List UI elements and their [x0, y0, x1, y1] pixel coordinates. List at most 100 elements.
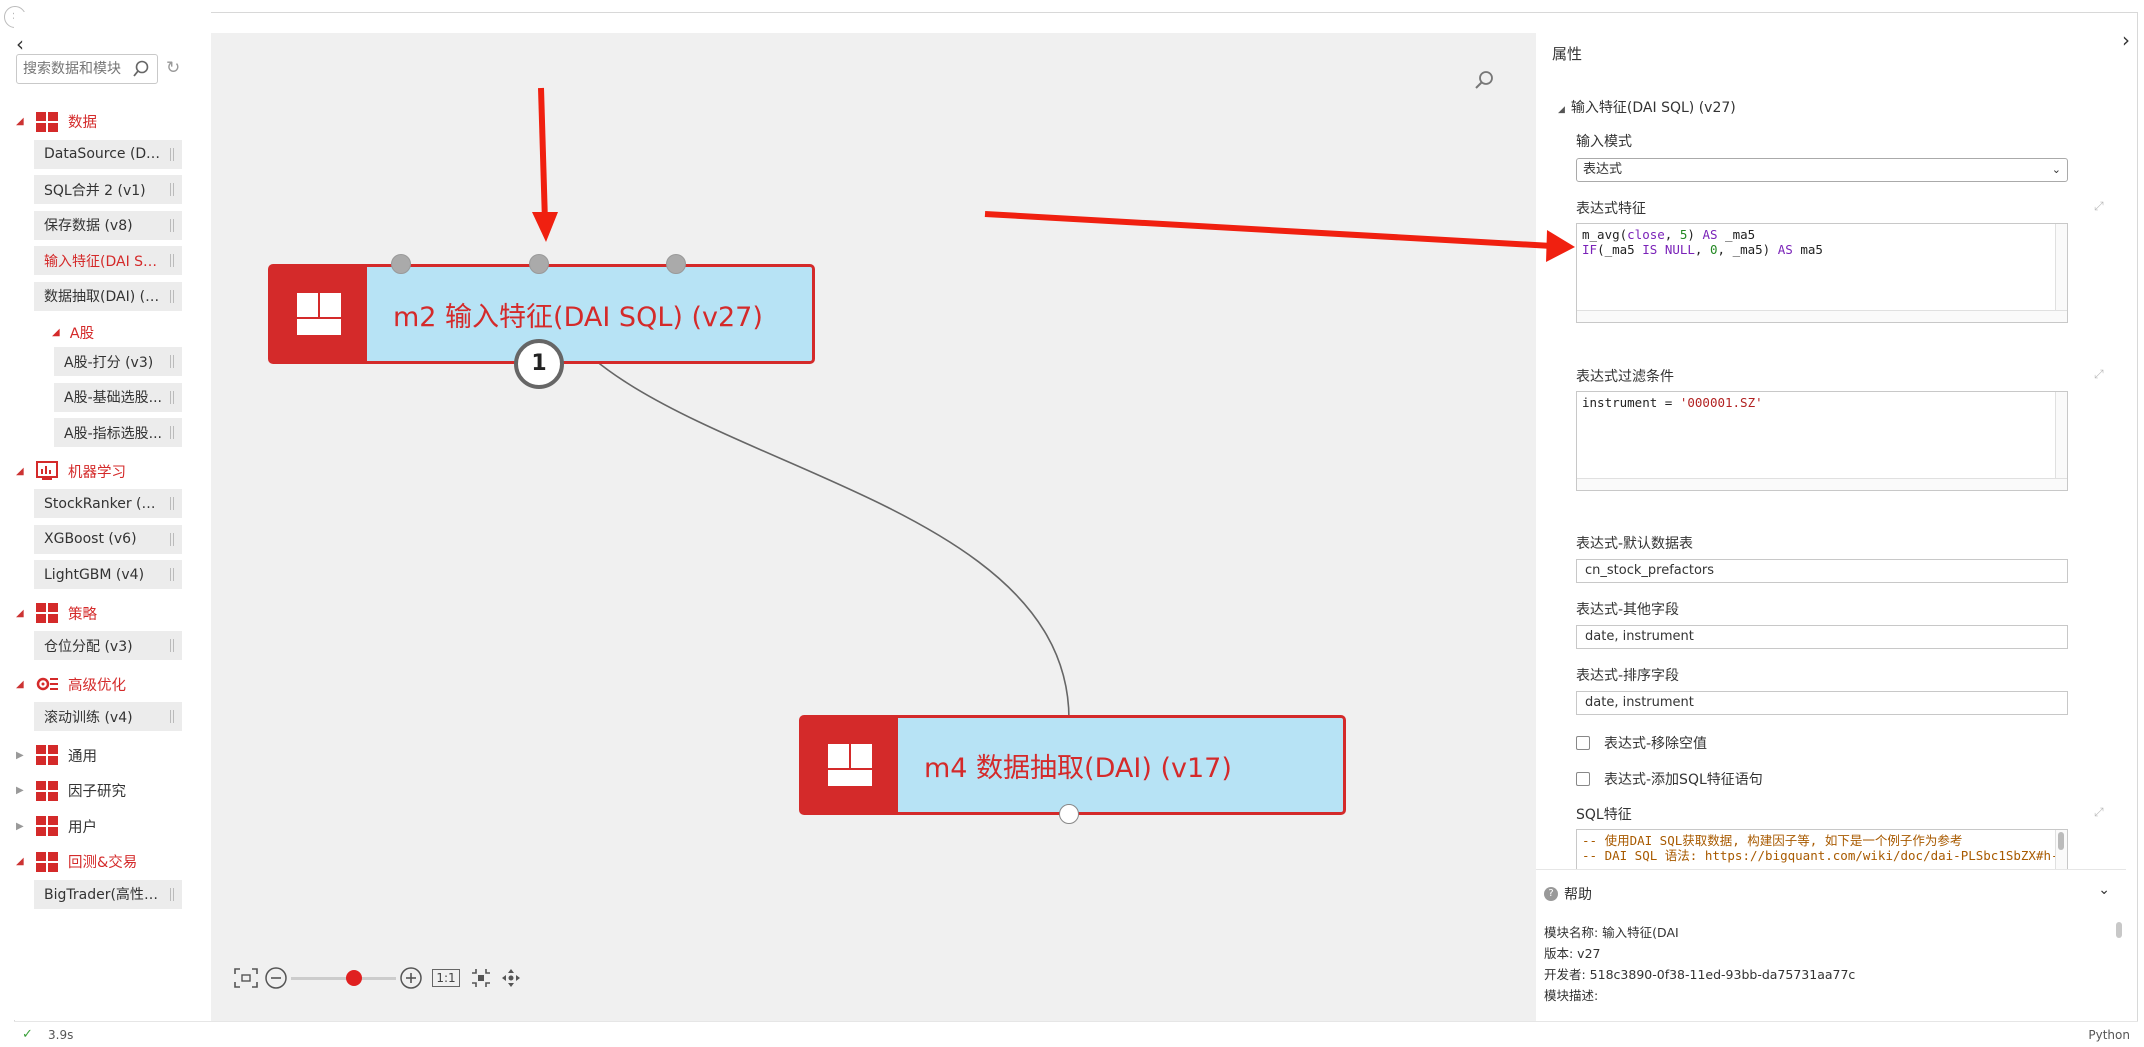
search-input[interactable] [17, 55, 127, 83]
drag-handle-icon[interactable] [170, 355, 174, 368]
module-item[interactable]: A股-基础选股... [54, 382, 182, 412]
expanded-triangle-icon: ◢ [52, 326, 60, 338]
search-icon[interactable] [131, 59, 151, 79]
refresh-icon[interactable]: ↻ [166, 58, 181, 78]
remove-null-checkbox-row[interactable]: 表达式-移除空值 [1576, 733, 1707, 753]
category-general[interactable]: ▶ 通用 [16, 738, 206, 774]
default-table-label: 表达式-默认数据表 [1576, 536, 1694, 552]
node-grid-icon [802, 718, 898, 812]
module-item[interactable]: 数据抽取(DAI) (v... [34, 281, 182, 311]
input-mode-select[interactable]: 表达式⌄ [1576, 158, 2068, 182]
zoom-out-icon[interactable] [261, 963, 291, 993]
category-label: 机器学习 [68, 464, 126, 481]
zoom-slider-handle[interactable] [346, 970, 362, 986]
checkmark-icon: ✓ [22, 1027, 33, 1042]
module-item-active[interactable]: 输入特征(DAI SQ... [34, 246, 182, 275]
workflow-canvas[interactable]: m2 输入特征(DAI SQL) (v27) 1 m4 数据抽取(DAI) (v… [211, 33, 1536, 1021]
input-mode-label: 输入模式 [1576, 134, 1632, 150]
collapse-right-icon[interactable]: › [2122, 28, 2130, 52]
node-grid-icon [271, 267, 367, 361]
zoom-slider[interactable] [291, 963, 396, 993]
drag-handle-icon[interactable] [170, 710, 174, 723]
module-search-box[interactable] [16, 54, 158, 84]
drag-handle-icon[interactable] [170, 568, 174, 581]
sort-fields-input[interactable]: date, instrument [1576, 691, 2068, 715]
drag-handle-icon[interactable] [170, 497, 174, 510]
fit-view-icon[interactable] [231, 963, 261, 993]
module-item[interactable]: A股-指标选股... [54, 418, 182, 447]
module-item[interactable]: BigTrader(高性能... [34, 879, 182, 909]
category-advanced-opt[interactable]: ◢ 高级优化 [16, 667, 206, 703]
module-item[interactable]: LightGBM (v4) [34, 560, 182, 589]
node-output-port[interactable] [1059, 804, 1079, 824]
grid-icon [36, 603, 58, 624]
workflow-node-m4[interactable]: m4 数据抽取(DAI) (v17) [799, 715, 1346, 815]
other-fields-label: 表达式-其他字段 [1576, 602, 1680, 618]
drag-handle-icon[interactable] [170, 887, 174, 901]
remove-null-checkbox[interactable] [1576, 736, 1590, 750]
drag-handle-icon[interactable] [170, 532, 174, 546]
collapsed-triangle-icon: ▶ [16, 749, 24, 761]
node-input-port[interactable] [666, 254, 686, 274]
pan-move-icon[interactable] [496, 963, 526, 993]
other-fields-input[interactable]: date, instrument [1576, 625, 2068, 649]
category-data[interactable]: ◢ 数据 [16, 104, 206, 140]
sql-feature-editor[interactable]: -- 使用DAI SQL获取数据, 构建因子等, 如下是一个例子作为参考-- D… [1576, 829, 2068, 869]
expand-editor-icon[interactable]: ⤢ [2094, 199, 2104, 213]
drag-handle-icon[interactable] [170, 390, 174, 404]
module-item[interactable]: XGBoost (v6) [34, 524, 182, 554]
module-item[interactable]: A股-打分 (v3) [54, 347, 182, 376]
category-backtest-trade[interactable]: ◢ 回测&交易 [16, 844, 206, 880]
module-item[interactable]: 滚动训练 (v4) [34, 702, 182, 731]
help-scrollbar[interactable] [2116, 922, 2122, 938]
filter-editor[interactable]: instrument = '000001.SZ' [1576, 391, 2068, 491]
category-ml[interactable]: ◢ 机器学习 [16, 454, 206, 490]
module-item[interactable]: SQL合并 2 (v1) [34, 175, 182, 204]
fit-selection-icon[interactable] [466, 963, 496, 993]
drag-handle-icon[interactable] [170, 639, 174, 652]
drag-handle-icon[interactable] [170, 289, 174, 303]
add-sql-checkbox-row[interactable]: 表达式-添加SQL特征语句 [1576, 769, 1763, 789]
properties-panel: 属性 ◢输入特征(DAI SQL) (v27) 输入模式 表达式⌄ 表达式特征 … [1536, 33, 2126, 869]
drag-handle-icon[interactable] [170, 218, 174, 232]
canvas-search-icon[interactable] [1473, 69, 1495, 91]
drag-handle-icon[interactable] [170, 254, 174, 267]
properties-section-header[interactable]: ◢输入特征(DAI SQL) (v27) [1558, 100, 1736, 116]
category-user[interactable]: ▶ 用户 [16, 809, 206, 845]
module-item[interactable]: 仓位分配 (v3) [34, 631, 182, 660]
filter-label: 表达式过滤条件 [1576, 369, 1674, 385]
category-label: 策略 [68, 606, 97, 623]
chevron-down-icon: ⌄ [2051, 163, 2061, 176]
node-input-port[interactable] [391, 254, 411, 274]
grid-icon [36, 745, 58, 766]
module-item[interactable]: StockRanker (v3) [34, 489, 182, 518]
collapse-left-icon[interactable]: ‹ [16, 32, 24, 56]
gear-list-icon [36, 678, 58, 691]
sort-fields-label: 表达式-排序字段 [1576, 668, 1680, 684]
zoom-in-icon[interactable] [396, 963, 426, 993]
properties-title: 属性 [1552, 45, 1583, 63]
drag-handle-icon[interactable] [170, 147, 174, 161]
module-item[interactable]: DataSource (DAI)... [34, 139, 182, 169]
expanded-triangle-icon: ◢ [1558, 105, 1565, 115]
node-output-badge[interactable]: 1 [514, 339, 564, 389]
category-strategy[interactable]: ◢ 策略 [16, 596, 206, 632]
chevron-down-icon[interactable]: ⌄ [2098, 882, 2110, 898]
canvas-connections [538, 278, 1076, 726]
actual-size-button[interactable]: 1:1 [426, 963, 466, 993]
grid-icon [36, 111, 58, 132]
category-factor-research[interactable]: ▶ 因子研究 [16, 773, 206, 809]
expand-editor-icon[interactable]: ⤢ [2094, 805, 2104, 819]
default-table-input[interactable]: cn_stock_prefactors [1576, 559, 2068, 583]
ml-chart-icon [36, 461, 58, 481]
expanded-triangle-icon: ◢ [16, 678, 24, 690]
node-input-port[interactable] [529, 254, 549, 274]
add-sql-checkbox[interactable] [1576, 772, 1590, 786]
expand-editor-icon[interactable]: ⤢ [2094, 367, 2104, 381]
subcategory-a-share[interactable]: ◢A股 [52, 325, 95, 342]
expr-feature-editor[interactable]: m_avg(close, 5) AS _ma5 IF(_ma5 IS NULL,… [1576, 223, 2068, 323]
module-item[interactable]: 保存数据 (v8) [34, 210, 182, 240]
drag-handle-icon[interactable] [170, 183, 174, 196]
drag-handle-icon[interactable] [170, 426, 174, 439]
help-header[interactable]: ?帮助 [1544, 884, 1592, 904]
